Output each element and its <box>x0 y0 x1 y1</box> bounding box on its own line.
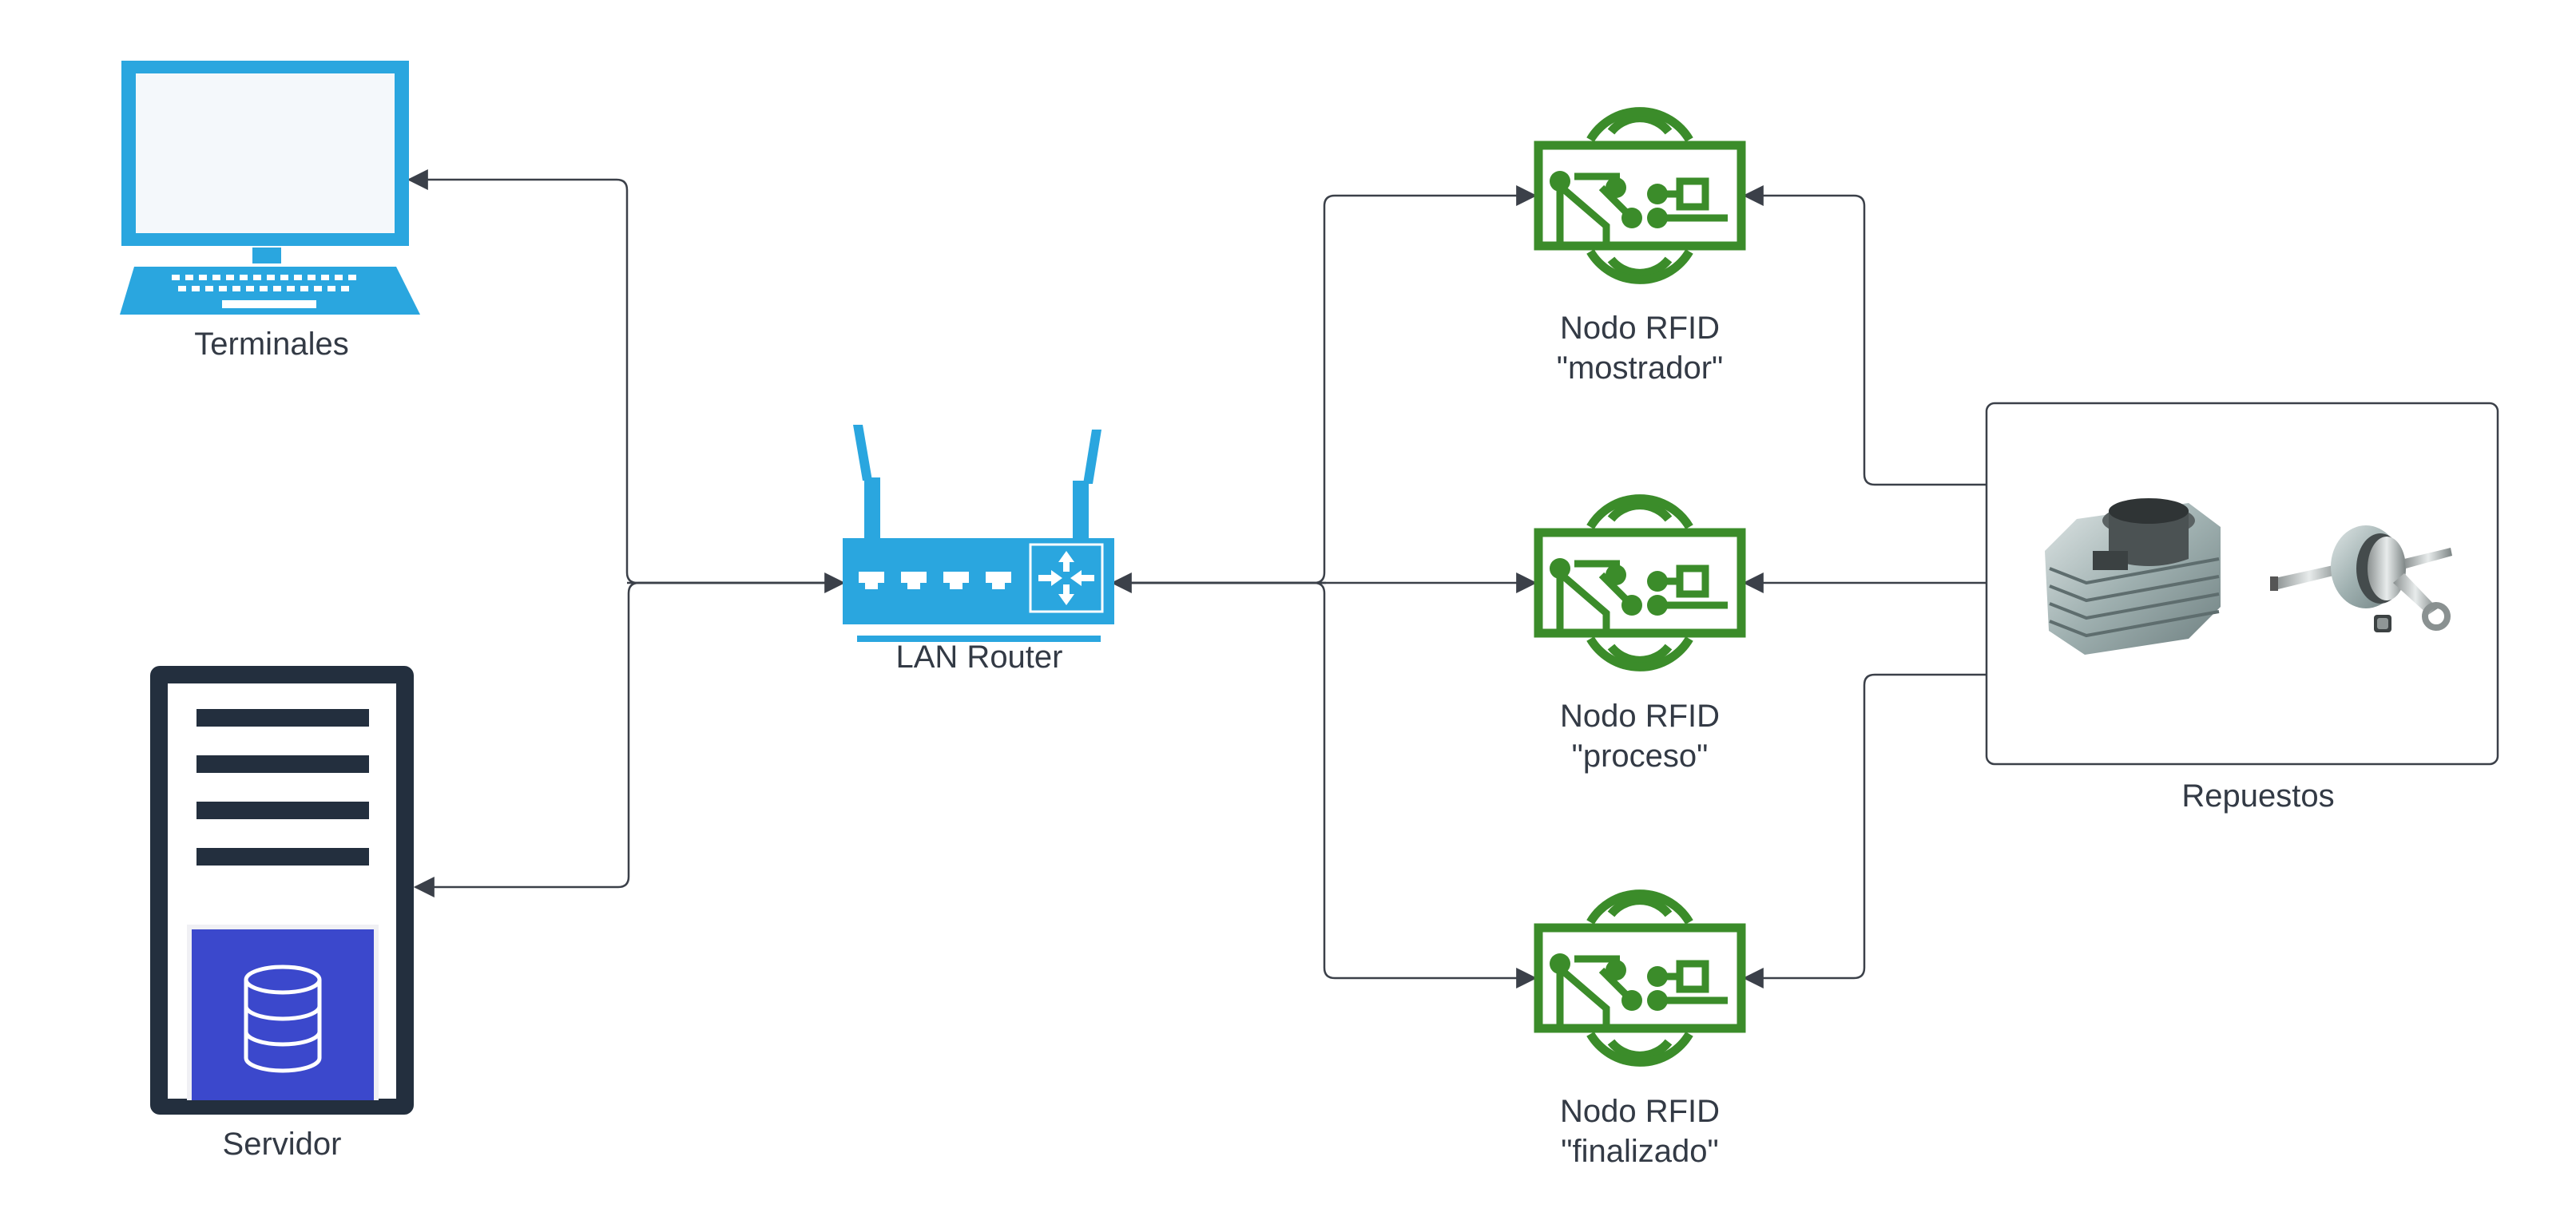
rfid-finalizado-label-line2: "finalizado" <box>1561 1134 1718 1169</box>
rfid-circuit-icon <box>1538 499 1741 667</box>
rfid-circuit-icon <box>1538 112 1741 280</box>
rfid-finalizado-label-line1: Nodo RFID <box>1560 1094 1720 1129</box>
rfid-node-mostrador: Nodo RFID "mostrador" <box>1538 112 1741 386</box>
connector-router-finalizado <box>1122 581 1538 988</box>
server-slot-lines <box>196 709 369 866</box>
router-node: LAN Router <box>843 425 1114 675</box>
rfid-proceso-label-line2: "proceso" <box>1572 739 1709 774</box>
rfid-mostrador-label-line2: "mostrador" <box>1557 351 1723 386</box>
rfid-node-finalizado: Nodo RFID "finalizado" <box>1538 894 1741 1169</box>
connector-router-terminales <box>407 169 839 584</box>
servidor-node: Servidor <box>150 666 414 1162</box>
connector-repuestos-finalizado <box>1742 673 1987 988</box>
repuestos-node: Repuestos <box>1985 402 2499 814</box>
rfid-mostrador-label-line1: Nodo RFID <box>1560 311 1720 346</box>
connectors <box>407 169 1987 988</box>
laptop-icon <box>120 61 420 315</box>
database-icon <box>187 925 379 1100</box>
repuestos-label: Repuestos <box>2181 778 2334 814</box>
crankshaft-icon <box>2270 525 2452 632</box>
wireless-router-icon <box>843 425 1114 642</box>
terminales-node: Terminales <box>120 61 420 362</box>
terminales-label: Terminales <box>194 327 348 362</box>
servidor-label: Servidor <box>223 1127 342 1162</box>
rfid-proceso-label-line1: Nodo RFID <box>1560 699 1720 734</box>
server-icon <box>150 666 414 1115</box>
repuestos-box <box>1985 402 2499 766</box>
connector-router-servidor <box>413 581 839 897</box>
router-label: LAN Router <box>896 640 1063 675</box>
rfid-node-proceso: Nodo RFID "proceso" <box>1538 499 1741 774</box>
rfid-circuit-icon <box>1538 894 1741 1063</box>
cylinder-icon <box>2045 498 2221 655</box>
connector-router-mostrador <box>1122 185 1538 584</box>
connector-repuestos-mostrador <box>1742 185 1987 486</box>
